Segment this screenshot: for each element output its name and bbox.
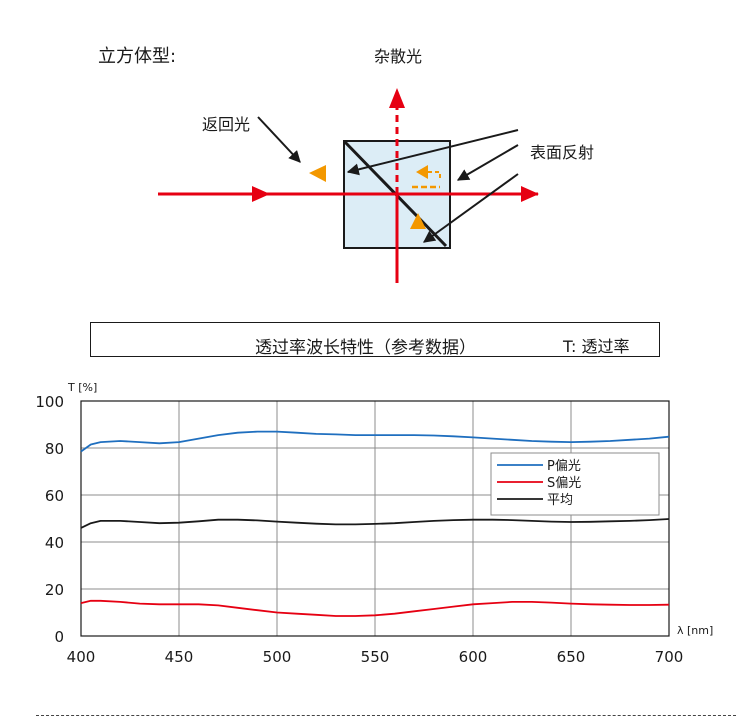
x-tick-label: 600: [459, 648, 488, 666]
beam-arrow-right: [521, 186, 539, 202]
legend-box: [490, 452, 660, 516]
y-tick-label: 40: [45, 534, 64, 552]
chart-heading-title: 透过率波长特性（参考数据）: [255, 338, 476, 358]
y-tick-label: 20: [45, 581, 64, 599]
plot-frame: [80, 400, 670, 637]
x-axis-label: λ [nm]: [677, 624, 713, 637]
surface-reflection-label: 表面反射: [530, 143, 594, 162]
x-tick-label: 650: [557, 648, 586, 666]
legend-entry: 平均: [547, 493, 573, 508]
diagonal-reflection-marker: [410, 213, 426, 229]
surface-reflection-path: [428, 171, 441, 180]
y-tick-label: 0: [54, 628, 64, 646]
y-tick-label: 100: [35, 393, 64, 411]
stray-light-arrow: [389, 88, 405, 108]
beam-arrow-left: [252, 186, 270, 202]
x-tick-label: 450: [165, 648, 194, 666]
chart-heading-box: [90, 322, 660, 357]
stray-light-label: 杂散光: [374, 47, 422, 66]
surface-reflection-pointer-3: [423, 173, 519, 243]
x-tick-label: 550: [361, 648, 390, 666]
x-tick-label: 700: [655, 648, 684, 666]
series-line: [80, 599, 670, 617]
return-light-label: 返回光: [202, 115, 250, 134]
footer-divider: [36, 715, 736, 716]
y-axis-label: T [%]: [67, 381, 97, 394]
legend-entry: P偏光: [547, 459, 581, 474]
x-tick-label: 400: [67, 648, 96, 666]
surface-reflection-pointer-2: [456, 144, 519, 181]
x-tick-label: 500: [263, 648, 292, 666]
chart-heading-note: T: 透过率: [563, 337, 630, 356]
y-tick-label: 80: [45, 440, 64, 458]
y-tick-label: 60: [45, 487, 64, 505]
return-light-marker: [309, 165, 326, 182]
surface-reflection-marker: [416, 165, 428, 179]
series-line: [80, 518, 670, 529]
series-line: [80, 430, 670, 453]
cube-type-label: 立方体型:: [98, 46, 176, 67]
legend-entry: S偏光: [547, 476, 581, 491]
beam-splitter-cube-diagram: 立方体型: 杂散光 返回光 表面反射: [98, 46, 594, 283]
surface-reflection-pointer-1: [346, 129, 519, 176]
return-light-pointer: [257, 116, 301, 163]
